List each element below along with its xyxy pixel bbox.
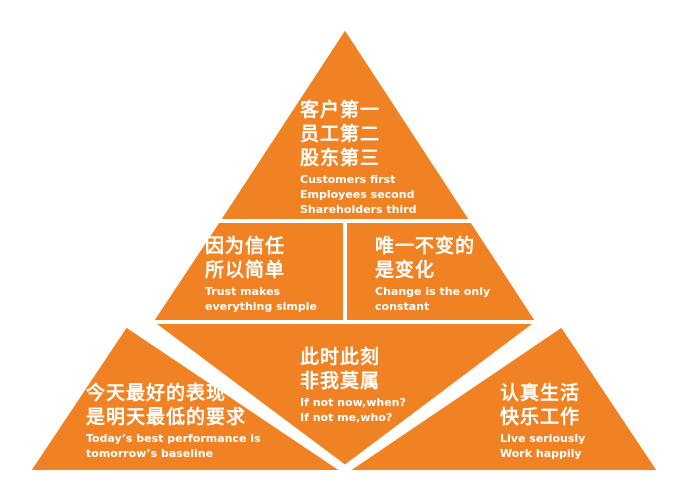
now-text: 此时此刻 非我莫属 If not now,when? If not me,who… [300, 345, 406, 425]
change-text: 唯一不变的 是变化 Change is the only constant [375, 234, 490, 314]
live-zh-line: 快乐工作 [500, 406, 581, 428]
now-zh-line: 此时此刻 [300, 346, 381, 368]
top-en-line: Employees second [300, 188, 415, 201]
now-zh-line: 非我莫属 [300, 370, 381, 392]
trust-zh-line: 所以简单 [205, 259, 286, 281]
top-zh-line: 员工第二 [300, 123, 381, 145]
trust-en-line: Trust makes [205, 285, 281, 298]
today-text: 今天最好的表现 是明天最低的要求 Today’s best performanc… [86, 381, 261, 461]
trust-zh-line: 因为信任 [205, 235, 286, 257]
now-en-line: If not me,who? [300, 411, 393, 424]
today-zh-line: 是明天最低的要求 [86, 406, 247, 428]
today-en-line: Today’s best performance is [86, 432, 261, 445]
top-en-line: Customers first [300, 173, 396, 186]
top-zh-line: 股东第三 [300, 147, 381, 169]
live-en-line: Work happily [500, 447, 582, 460]
change-zh-line: 是变化 [375, 259, 436, 281]
today-zh-line: 今天最好的表现 [86, 382, 227, 404]
live-en-line: Live seriously [500, 432, 586, 445]
top-text: 客户第一 员工第二 股东第三 Customers first Employees… [300, 98, 417, 217]
top-zh-line: 客户第一 [300, 99, 381, 121]
trust-en-line: everything simple [205, 300, 317, 313]
now-en-line: If not now,when? [300, 396, 406, 409]
live-zh-line: 认真生活 [500, 382, 581, 404]
change-en-line: constant [375, 300, 430, 313]
change-en-line: Change is the only [375, 285, 491, 298]
top-en-line: Shareholders third [300, 203, 417, 216]
today-left-triangle [26, 323, 347, 474]
today-en-line: tomorrow’s baseline [86, 447, 214, 460]
now-inverted-triangle [149, 320, 540, 469]
live-text: 认真生活 快乐工作 Live seriously Work happily [500, 381, 585, 461]
live-right-triangle [343, 323, 662, 474]
trust-text: 因为信任 所以简单 Trust makes everything simple [205, 234, 317, 314]
change-zh-line: 唯一不变的 [375, 235, 476, 257]
